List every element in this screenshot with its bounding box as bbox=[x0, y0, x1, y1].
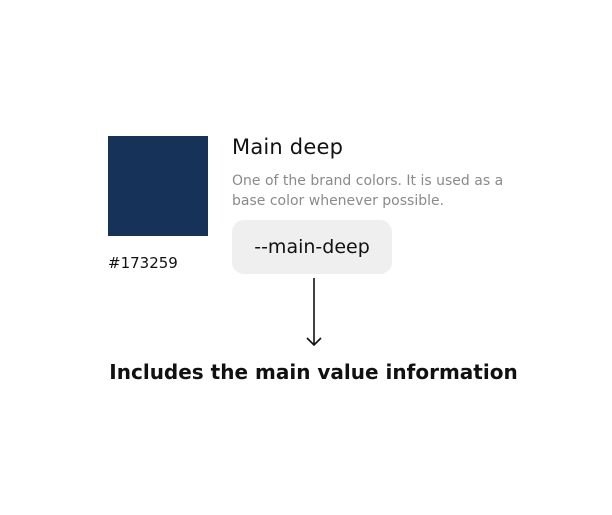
color-swatch bbox=[108, 136, 208, 236]
down-arrow-icon bbox=[306, 278, 322, 347]
arrow-head bbox=[306, 337, 322, 347]
hex-value: #173259 bbox=[108, 254, 178, 272]
caption: Includes the main value information bbox=[109, 360, 518, 384]
color-description: One of the brand colors. It is used as a… bbox=[232, 173, 504, 209]
css-variable-token: --main-deep bbox=[232, 220, 392, 274]
color-title: Main deep bbox=[232, 135, 344, 159]
